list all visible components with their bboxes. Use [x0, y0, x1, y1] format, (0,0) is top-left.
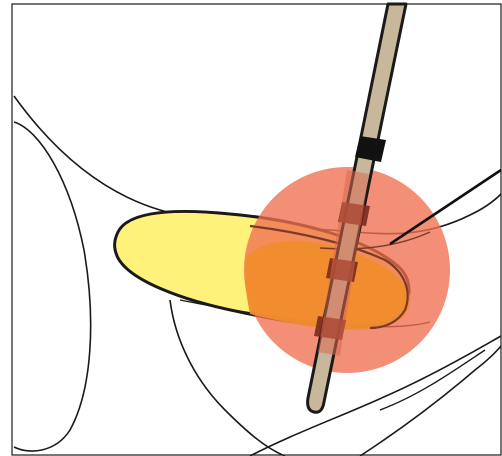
anatomy-outline-left-lobe	[14, 122, 91, 451]
